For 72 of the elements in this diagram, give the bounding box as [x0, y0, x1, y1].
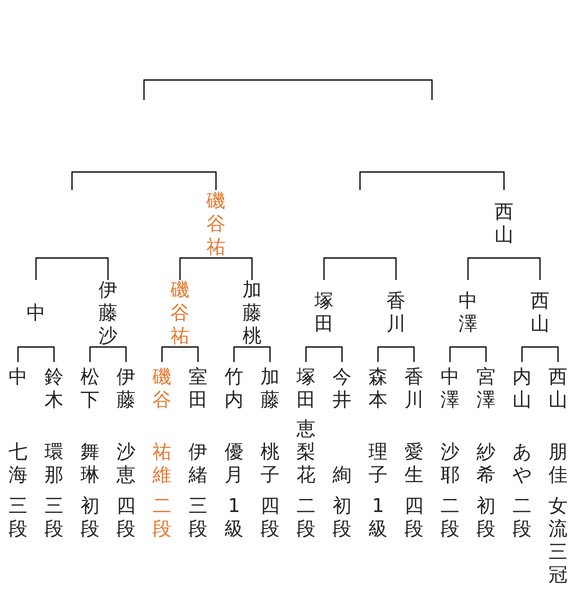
- bracket-line: [377, 346, 415, 362]
- surname-text: 森本: [368, 366, 388, 412]
- given-name-text: 沙恵: [116, 441, 136, 487]
- surname-text: 中澤: [440, 366, 460, 412]
- surname-text: 宮澤: [476, 366, 496, 412]
- winner-name: 香川: [386, 290, 406, 336]
- rank-text: 二段: [512, 495, 532, 541]
- rank-text: 三段: [188, 495, 208, 541]
- rank-text: 三段: [44, 495, 64, 541]
- bracket-line: [17, 346, 55, 362]
- given-name-text: 祐維: [152, 441, 172, 487]
- winner-name: 西山: [494, 201, 514, 247]
- surname-text: 今井: [332, 366, 352, 412]
- winner-name: 中澤: [458, 290, 478, 336]
- surname-text: 室田: [188, 366, 208, 412]
- surname-text: 加藤: [260, 366, 280, 412]
- rank-text: 女流三冠: [548, 495, 568, 587]
- rank-text: 四段: [116, 495, 136, 541]
- given-name-text: 絢: [332, 464, 352, 487]
- winner-name: 中: [26, 302, 46, 324]
- bracket-line: [467, 257, 541, 280]
- given-name-text: 舞琳: [80, 441, 100, 487]
- rank-text: 初段: [332, 495, 352, 541]
- bracket-line: [89, 346, 127, 362]
- given-name-text: あや: [512, 441, 532, 487]
- given-name-text: 朋佳: [548, 441, 568, 487]
- bracket-line: [161, 346, 199, 362]
- surname-text: 竹内: [224, 366, 244, 412]
- given-name-text: 伊緒: [188, 441, 208, 487]
- given-name-text: 理子: [368, 441, 388, 487]
- surname-text: 松下: [80, 366, 100, 412]
- winner-name: 塚田: [314, 290, 334, 336]
- surname-text: 西山: [548, 366, 568, 412]
- bracket-line: [71, 171, 217, 190]
- rank-text: 四段: [260, 495, 280, 541]
- surname-text: 内山: [512, 366, 532, 412]
- bracket-line: [179, 257, 253, 280]
- given-name-text: 恵梨花: [296, 418, 316, 487]
- winner-name: 伊藤沙: [98, 278, 118, 348]
- surname-text: 塚田: [296, 366, 316, 412]
- given-name-text: 沙耶: [440, 441, 460, 487]
- given-name-text: 優月: [224, 441, 244, 487]
- rank-text: 初段: [476, 495, 496, 541]
- surname-text: 香川: [404, 366, 424, 412]
- given-name-text: 桃子: [260, 441, 280, 487]
- bracket-line: [359, 171, 505, 190]
- rank-text: 二段: [440, 495, 460, 541]
- bracket-line: [233, 346, 271, 362]
- surname-text: 中: [8, 366, 28, 389]
- given-name-text: 紗希: [476, 441, 496, 487]
- winner-name: 西山: [530, 290, 550, 336]
- given-name-text: 愛生: [404, 441, 424, 487]
- rank-text: 三段: [8, 495, 28, 541]
- rank-text: 1級: [368, 495, 388, 541]
- given-name-text: 環那: [44, 441, 64, 487]
- winner-name: 磯谷祐: [206, 190, 226, 258]
- rank-text: 1級: [224, 495, 244, 541]
- rank-text: 二段: [152, 495, 172, 541]
- surname-text: 伊藤: [116, 366, 136, 412]
- winner-name: 加藤桃: [242, 278, 262, 348]
- bracket-line: [521, 346, 559, 362]
- bracket-line: [449, 346, 487, 362]
- winner-name: 磯谷祐: [170, 278, 190, 348]
- surname-text: 磯谷: [152, 366, 172, 412]
- surname-text: 鈴木: [44, 366, 64, 412]
- given-name-text: 七海: [8, 441, 28, 487]
- bracket-line: [323, 257, 397, 280]
- rank-text: 初段: [80, 495, 100, 541]
- rank-text: 四段: [404, 495, 424, 541]
- bracket-line: [305, 346, 343, 362]
- rank-text: 二段: [296, 495, 316, 541]
- bracket-line: [35, 257, 109, 280]
